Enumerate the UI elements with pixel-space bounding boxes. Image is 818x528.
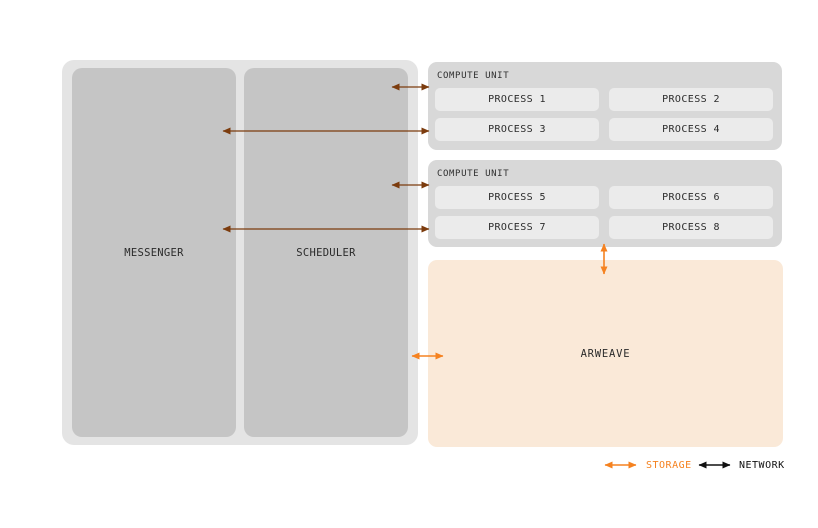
process-8-box: PROCESS 8 xyxy=(609,216,773,239)
compute-unit-2-label: COMPUTE UNIT xyxy=(437,169,510,179)
messenger-label: MESSENGER xyxy=(124,246,184,259)
process-5-box: PROCESS 5 xyxy=(435,186,599,209)
compute-unit-1: COMPUTE UNIT PROCESS 1 PROCESS 2 PROCESS… xyxy=(428,62,782,150)
arweave-box: ARWEAVE xyxy=(428,260,783,447)
scheduler-box: SCHEDULER xyxy=(244,68,408,437)
process-6-box: PROCESS 6 xyxy=(609,186,773,209)
process-2-box: PROCESS 2 xyxy=(609,88,773,111)
compute-unit-1-label: COMPUTE UNIT xyxy=(437,71,510,81)
scheduler-label: SCHEDULER xyxy=(296,246,356,259)
process-3-box: PROCESS 3 xyxy=(435,118,599,141)
core-panel: MESSENGER SCHEDULER xyxy=(62,60,418,445)
legend-network-label: NETWORK xyxy=(739,460,785,471)
process-1-box: PROCESS 1 xyxy=(435,88,599,111)
process-7-box: PROCESS 7 xyxy=(435,216,599,239)
compute-unit-1-process-grid: PROCESS 1 PROCESS 2 PROCESS 3 PROCESS 4 xyxy=(428,81,782,141)
messenger-box: MESSENGER xyxy=(72,68,236,437)
compute-unit-2: COMPUTE UNIT PROCESS 5 PROCESS 6 PROCESS… xyxy=(428,160,782,247)
compute-unit-2-process-grid: PROCESS 5 PROCESS 6 PROCESS 7 PROCESS 8 xyxy=(428,179,782,239)
legend-storage-label: STORAGE xyxy=(646,460,692,471)
process-4-box: PROCESS 4 xyxy=(609,118,773,141)
arweave-label: ARWEAVE xyxy=(580,347,631,360)
